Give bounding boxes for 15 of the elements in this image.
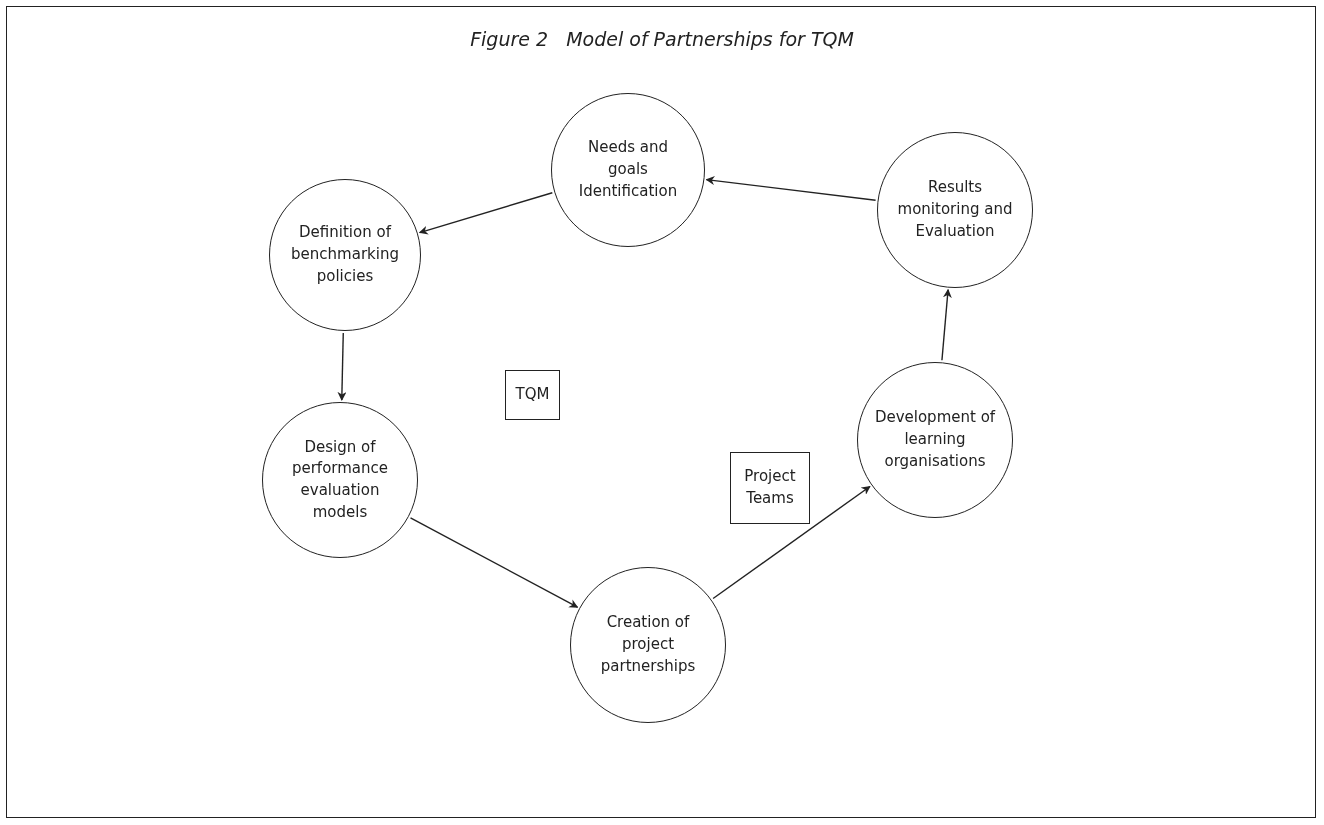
figure-title: Figure 2 Model of Partnerships for TQM [470,28,854,50]
process-circle: Design of performance evaluation models [262,402,418,558]
arrow [409,517,579,608]
process-circle: Development of learning organisations [857,362,1013,518]
arrow [337,332,347,401]
label-box: Project Teams [730,452,810,524]
process-circle: Definition of benchmarking policies [269,179,421,331]
process-circle: Needs and goals Identification [551,93,705,247]
arrow [705,176,877,201]
label-box: TQM [505,370,560,420]
process-circle: Results monitoring and Evaluation [877,132,1033,288]
process-circle: Creation of project partnerships [570,567,726,723]
arrow [418,192,554,235]
arrow [941,288,952,361]
arrow [712,485,871,600]
